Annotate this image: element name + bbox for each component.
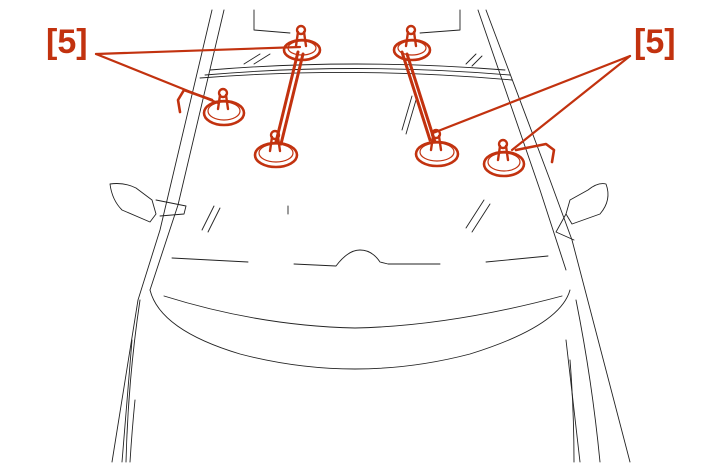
right-a-pillar-inner <box>477 9 567 271</box>
reflection-right-2 <box>471 203 491 233</box>
callout-label-right: [5] <box>634 23 676 61</box>
reflection-left-1 <box>201 205 215 231</box>
left-a-pillar <box>111 9 213 463</box>
hood-crease <box>163 295 563 329</box>
roof-rear-edge <box>204 68 511 76</box>
front-left-lower <box>129 399 136 463</box>
right-a-pillar <box>485 9 631 463</box>
reflection-top-right <box>465 53 483 67</box>
cowl-line-right <box>485 255 549 263</box>
vehicle-outline <box>109 9 631 463</box>
windshield-support-tool-icon <box>274 50 305 146</box>
hook-arm-right <box>514 142 556 164</box>
reflection-left-2 <box>207 207 221 233</box>
callout-leaders <box>94 45 632 152</box>
front-right-lower <box>569 359 575 463</box>
hood-front-line <box>149 289 571 370</box>
suction-cup-icon <box>414 128 460 168</box>
suction-cup-icon <box>392 24 432 62</box>
leader-left-1 <box>94 45 302 56</box>
hood-left-line <box>121 339 133 463</box>
cowl-line-center <box>293 249 441 267</box>
suction-tools <box>176 24 556 178</box>
reflection-right-3 <box>401 95 413 131</box>
leader-right-2 <box>510 54 632 152</box>
callout-label-left: [5] <box>46 23 88 61</box>
reflection-right-1 <box>465 199 485 229</box>
suction-cup-icon <box>202 87 246 127</box>
windshield-top <box>199 72 513 81</box>
left-mirror <box>109 183 157 223</box>
suction-cup-icon <box>482 138 526 178</box>
roof-panel <box>253 9 461 34</box>
roof-edge-inner <box>209 63 506 71</box>
reflection-right-4 <box>405 99 417 135</box>
leader-left-2 <box>94 52 220 105</box>
suction-cup-icon <box>253 129 299 169</box>
left-mirror-base <box>155 199 187 217</box>
right-mirror-base <box>555 213 575 241</box>
reflection-top-left <box>243 53 271 65</box>
windshield-support-tool-icon <box>400 50 437 144</box>
fender-left <box>125 299 141 463</box>
fender-right <box>575 299 601 463</box>
leader-right-1 <box>431 54 632 135</box>
cowl-line-left <box>171 257 249 263</box>
right-mirror <box>565 183 609 225</box>
